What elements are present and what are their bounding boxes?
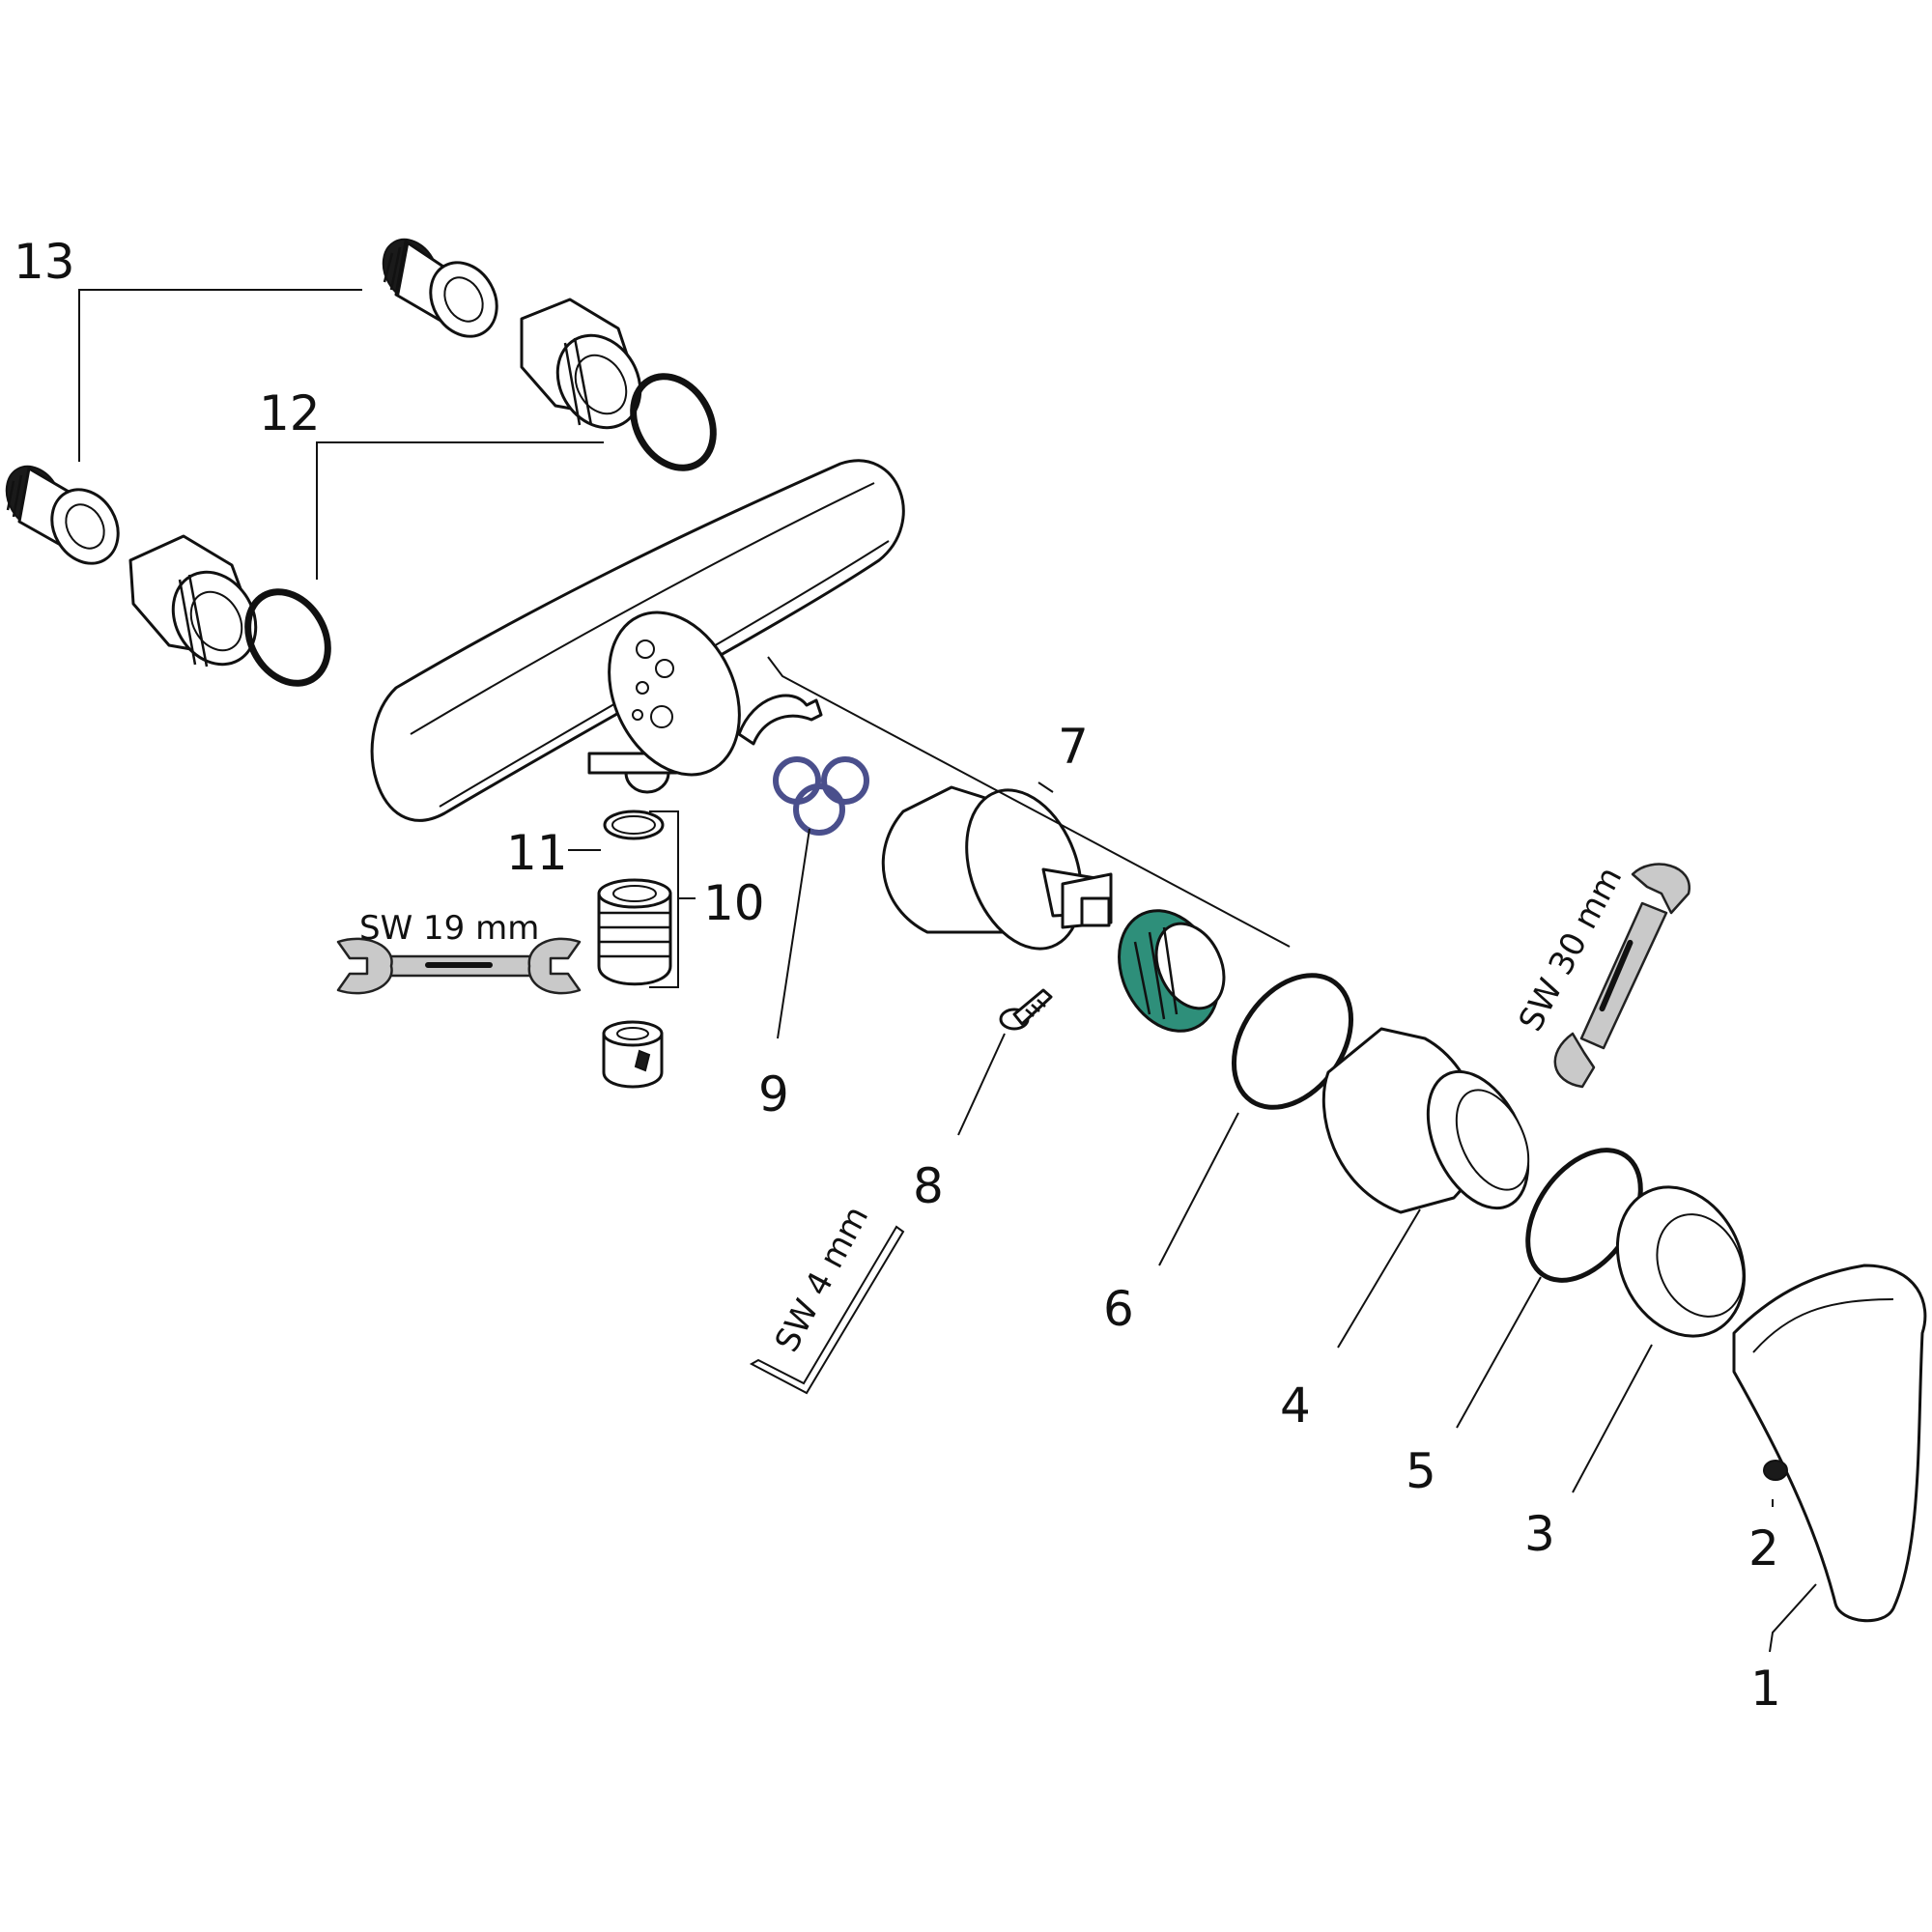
flow-insert (602, 1020, 664, 1089)
callout-11: 11 (506, 825, 568, 881)
threaded-insert-10 (597, 878, 672, 986)
eccentric-union-lower (5, 465, 120, 565)
callout-1: 1 (1750, 1661, 1781, 1717)
cover-ring-3 (1615, 1185, 1747, 1338)
seal-ring-lower (244, 588, 331, 687)
lever-handle-1 (1732, 1264, 1927, 1623)
callout-5: 5 (1406, 1443, 1436, 1499)
hex-key-sw4 (749, 1225, 905, 1395)
leader-line-9 (777, 828, 810, 1039)
leader-line-8 (957, 1033, 1006, 1136)
mixer-body (370, 459, 905, 822)
eccentric-union-upper (382, 238, 498, 338)
callout-12: 12 (259, 385, 321, 441)
leader-line-13 (78, 289, 362, 462)
leader-line-4 (1337, 1208, 1421, 1349)
callout-6: 6 (1103, 1281, 1134, 1337)
wrench-sw30 (1553, 863, 1690, 1089)
sleeve-green (1118, 909, 1226, 1033)
screw-8 (999, 988, 1053, 1031)
leader-line-7 (767, 656, 1291, 948)
leader-line-6 (1158, 1112, 1239, 1266)
callout-7: 7 (1058, 719, 1089, 775)
tool-label-sw4: SW 4 mm (768, 1200, 877, 1358)
callout-8: 8 (913, 1158, 944, 1214)
leader-line-10 (649, 810, 696, 988)
connector-tube (737, 694, 823, 746)
callout-9: 9 (758, 1066, 789, 1122)
tool-label-sw19: SW 19 mm (359, 909, 539, 948)
callout-10: 10 (703, 875, 765, 931)
seal-ring-upper (630, 373, 717, 471)
callout-13: 13 (14, 234, 75, 290)
cartridge-7 (881, 785, 1113, 951)
tri-lobe-seal-9 (773, 756, 869, 836)
callout-3: 3 (1524, 1506, 1555, 1562)
hex-fitting-upper (520, 298, 642, 430)
grub-screw-2 (1763, 1460, 1788, 1507)
leader-line-1 (1769, 1583, 1817, 1653)
leader-line-3 (1572, 1344, 1653, 1493)
leader-line-5 (1456, 1276, 1542, 1429)
callout-2: 2 (1748, 1520, 1779, 1577)
wrench-sw19 (336, 937, 582, 995)
leader-line-12 (316, 441, 604, 580)
body-nut-4 (1321, 1027, 1530, 1214)
hex-fitting-lower (128, 534, 258, 668)
callout-4: 4 (1280, 1378, 1311, 1434)
